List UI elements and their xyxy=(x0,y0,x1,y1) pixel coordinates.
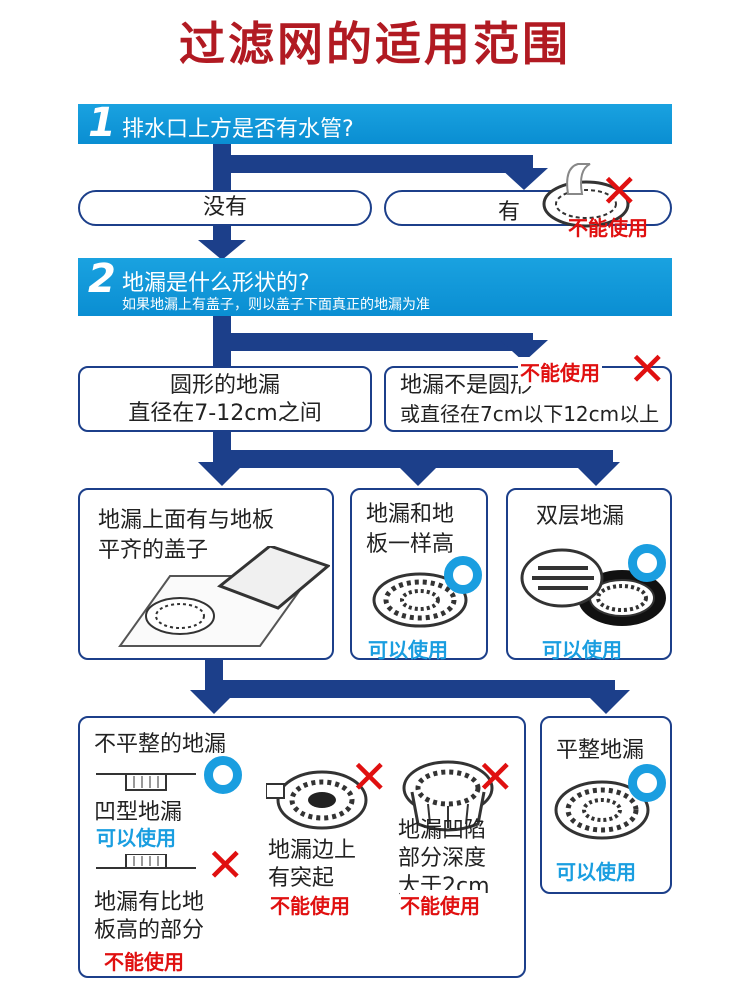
cannot-use-label: 不能使用 xyxy=(270,894,350,918)
flat-label: 平整地漏 xyxy=(556,738,645,763)
option-round-line2: 直径在7-12cm之间 xyxy=(128,401,322,426)
flat-drain-icon xyxy=(554,780,650,840)
connector-horizontal xyxy=(213,333,533,351)
circle-ok-icon xyxy=(444,556,482,594)
flat-drain-icon xyxy=(372,572,468,628)
step-1-bar: 1 排水口上方是否有水管? xyxy=(78,100,672,146)
arrow-down-icon xyxy=(198,240,246,260)
arrow-down-icon xyxy=(500,168,548,190)
can-use-label: 可以使用 xyxy=(542,638,622,662)
same-height-line2: 板一样高 xyxy=(366,532,455,557)
deep-line1: 地漏凹陷 xyxy=(398,818,487,843)
option-no-pipe: 没有 xyxy=(78,190,372,226)
cross-no-icon: ✕ xyxy=(600,164,639,218)
can-use-label: 可以使用 xyxy=(368,638,448,662)
option-flat-drain: 平整地漏 可以使用 xyxy=(540,716,672,894)
concave-label: 凹型地漏 xyxy=(94,800,183,825)
step-2-bar: 2 地漏是什么形状的? 如果地漏上有盖子，则以盖子下面真正的地漏为准 xyxy=(78,256,672,316)
cross-no-icon: ✕ xyxy=(350,750,389,804)
raised-drain-icon xyxy=(96,854,196,869)
cannot-use-label: 不能使用 xyxy=(518,357,602,386)
cannot-use-label: 不能使用 xyxy=(104,950,184,974)
double-layer-drain-icon xyxy=(520,548,666,626)
circle-ok-icon xyxy=(628,764,666,802)
arrow-down-icon xyxy=(394,462,442,486)
flush-cover-line1: 地漏上面有与地板 xyxy=(98,508,275,533)
concave-drain-icon xyxy=(96,773,196,791)
bump-line2: 有突起 xyxy=(268,866,335,891)
step-2-question: 地漏是什么形状的? xyxy=(122,271,310,296)
uneven-title: 不平整的地漏 xyxy=(94,732,227,757)
higher-line2: 板高的部分 xyxy=(94,918,205,943)
circle-ok-icon xyxy=(204,756,242,794)
arrow-down-icon xyxy=(198,462,246,486)
step-1-number: 1 xyxy=(88,100,116,146)
deep-line2: 部分深度 xyxy=(398,846,487,871)
circle-ok-icon xyxy=(628,544,666,582)
option-same-height: 地漏和地 板一样高 可以使用 xyxy=(350,488,488,662)
arrow-down-icon xyxy=(572,462,620,486)
option-not-round-line1: 地漏不是圆形 xyxy=(400,373,533,398)
connector-horizontal xyxy=(213,155,533,173)
option-double-layer: 双层地漏 可以使用 xyxy=(506,488,672,662)
arrow-down-icon xyxy=(500,340,548,362)
option-no-pipe-label: 没有 xyxy=(202,195,247,220)
double-layer-label: 双层地漏 xyxy=(536,504,625,529)
option-not-round-line2: 或直径在7cm以下12cm以上 xyxy=(400,402,660,426)
step-1-question: 排水口上方是否有水管? xyxy=(122,117,354,142)
option-has-pipe-label: 有 xyxy=(498,200,521,225)
option-uneven-drain: 不平整的地漏 凹型地漏 可以使用 ✕ 地漏有比地 板高的部分 不能使用 ✕ 地漏… xyxy=(78,716,526,978)
bump-drain-icon xyxy=(266,770,368,830)
connector-horizontal xyxy=(205,680,615,698)
cross-no-icon: ✕ xyxy=(628,342,667,396)
cannot-use-label: 不能使用 xyxy=(400,890,480,919)
page-title: 过滤网的适用范围 xyxy=(179,17,571,71)
deep-drain-icon xyxy=(402,760,494,832)
step-2-number: 2 xyxy=(88,256,116,302)
can-use-label: 可以使用 xyxy=(556,860,636,884)
drain-with-pipe-icon xyxy=(542,163,630,228)
arrow-down-icon xyxy=(190,690,238,714)
bump-line1: 地漏边上 xyxy=(268,838,357,863)
can-use-label: 可以使用 xyxy=(96,826,176,850)
option-round-line1: 圆形的地漏 xyxy=(169,373,280,398)
option-flush-cover: 地漏上面有与地板 平齐的盖子 xyxy=(78,488,334,660)
connector-horizontal xyxy=(213,450,613,468)
cross-no-icon: ✕ xyxy=(476,750,515,804)
option-round-drain: 圆形的地漏 直径在7-12cm之间 xyxy=(78,366,372,432)
flush-cover-line2: 平齐的盖子 xyxy=(98,538,209,563)
same-height-line1: 地漏和地 xyxy=(366,502,455,527)
step-2-note: 如果地漏上有盖子，则以盖子下面真正的地漏为准 xyxy=(122,297,430,313)
arrow-down-icon xyxy=(582,690,630,714)
higher-line1: 地漏有比地 xyxy=(94,890,205,915)
drain-cover-illustration xyxy=(118,546,330,647)
cross-no-icon: ✕ xyxy=(206,838,245,892)
cannot-use-label: 不能使用 xyxy=(568,216,648,240)
